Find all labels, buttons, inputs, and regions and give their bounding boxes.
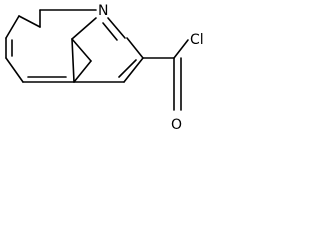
oxygen-atom-label: O [171, 117, 182, 133]
bond-c8-c7 [5, 15, 20, 39]
bond-c3-c4-inner [118, 59, 137, 78]
quinoline-3-carbonyl-chloride-structure: N Cl O [5, 3, 204, 133]
bond-c2-c3 [126, 37, 144, 59]
nitrogen-atom-label: N [98, 3, 108, 19]
bond-carbonyl-cl [173, 39, 189, 59]
bond-ring-fusion-top [71, 17, 97, 40]
bond-c8a-c8 [18, 15, 41, 28]
chlorine-atom-label: Cl [190, 32, 204, 48]
bond-ring-fusion [73, 60, 92, 83]
bond-c8a-c4a-ring-edge [71, 38, 92, 62]
bond-c3-c4 [123, 57, 144, 83]
bond-c4a-c8a [71, 38, 75, 83]
bond-n1-c2 [107, 17, 126, 39]
bond-n1-c2-inner [102, 22, 118, 41]
bond-c6-c5 [5, 57, 24, 83]
